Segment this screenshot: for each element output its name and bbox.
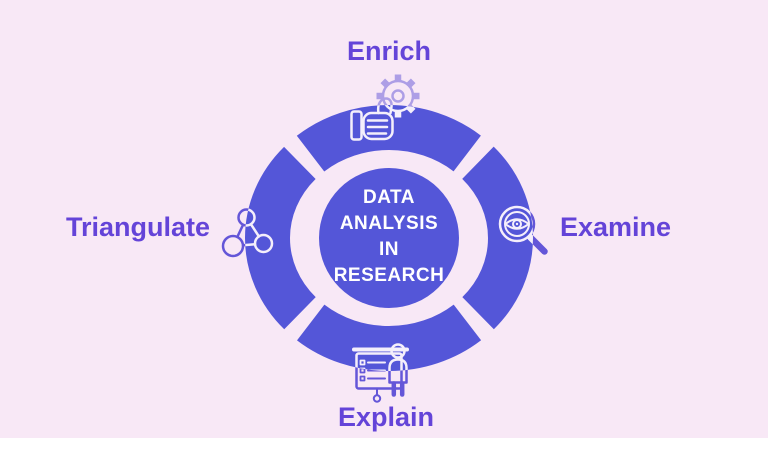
diagram-title-line: IN (379, 239, 399, 260)
bottom-white-strip (0, 438, 768, 460)
diagram-title-line: DATA (363, 187, 415, 208)
diagram-title-line: ANALYSIS (339, 213, 439, 234)
diagram-title: DATA ANALYSIS IN RESEARCH (309, 185, 469, 289)
presentation-person-icon (354, 345, 407, 402)
segment-label-explain: Explain (337, 402, 435, 432)
segment-label-examine: Examine (560, 212, 672, 242)
center-hub-circle (319, 168, 459, 308)
segment-label-triangulate: Triangulate (65, 212, 210, 242)
diagram-title-line: RESEARCH (333, 265, 445, 286)
segment-label-enrich: Enrich (346, 36, 432, 66)
